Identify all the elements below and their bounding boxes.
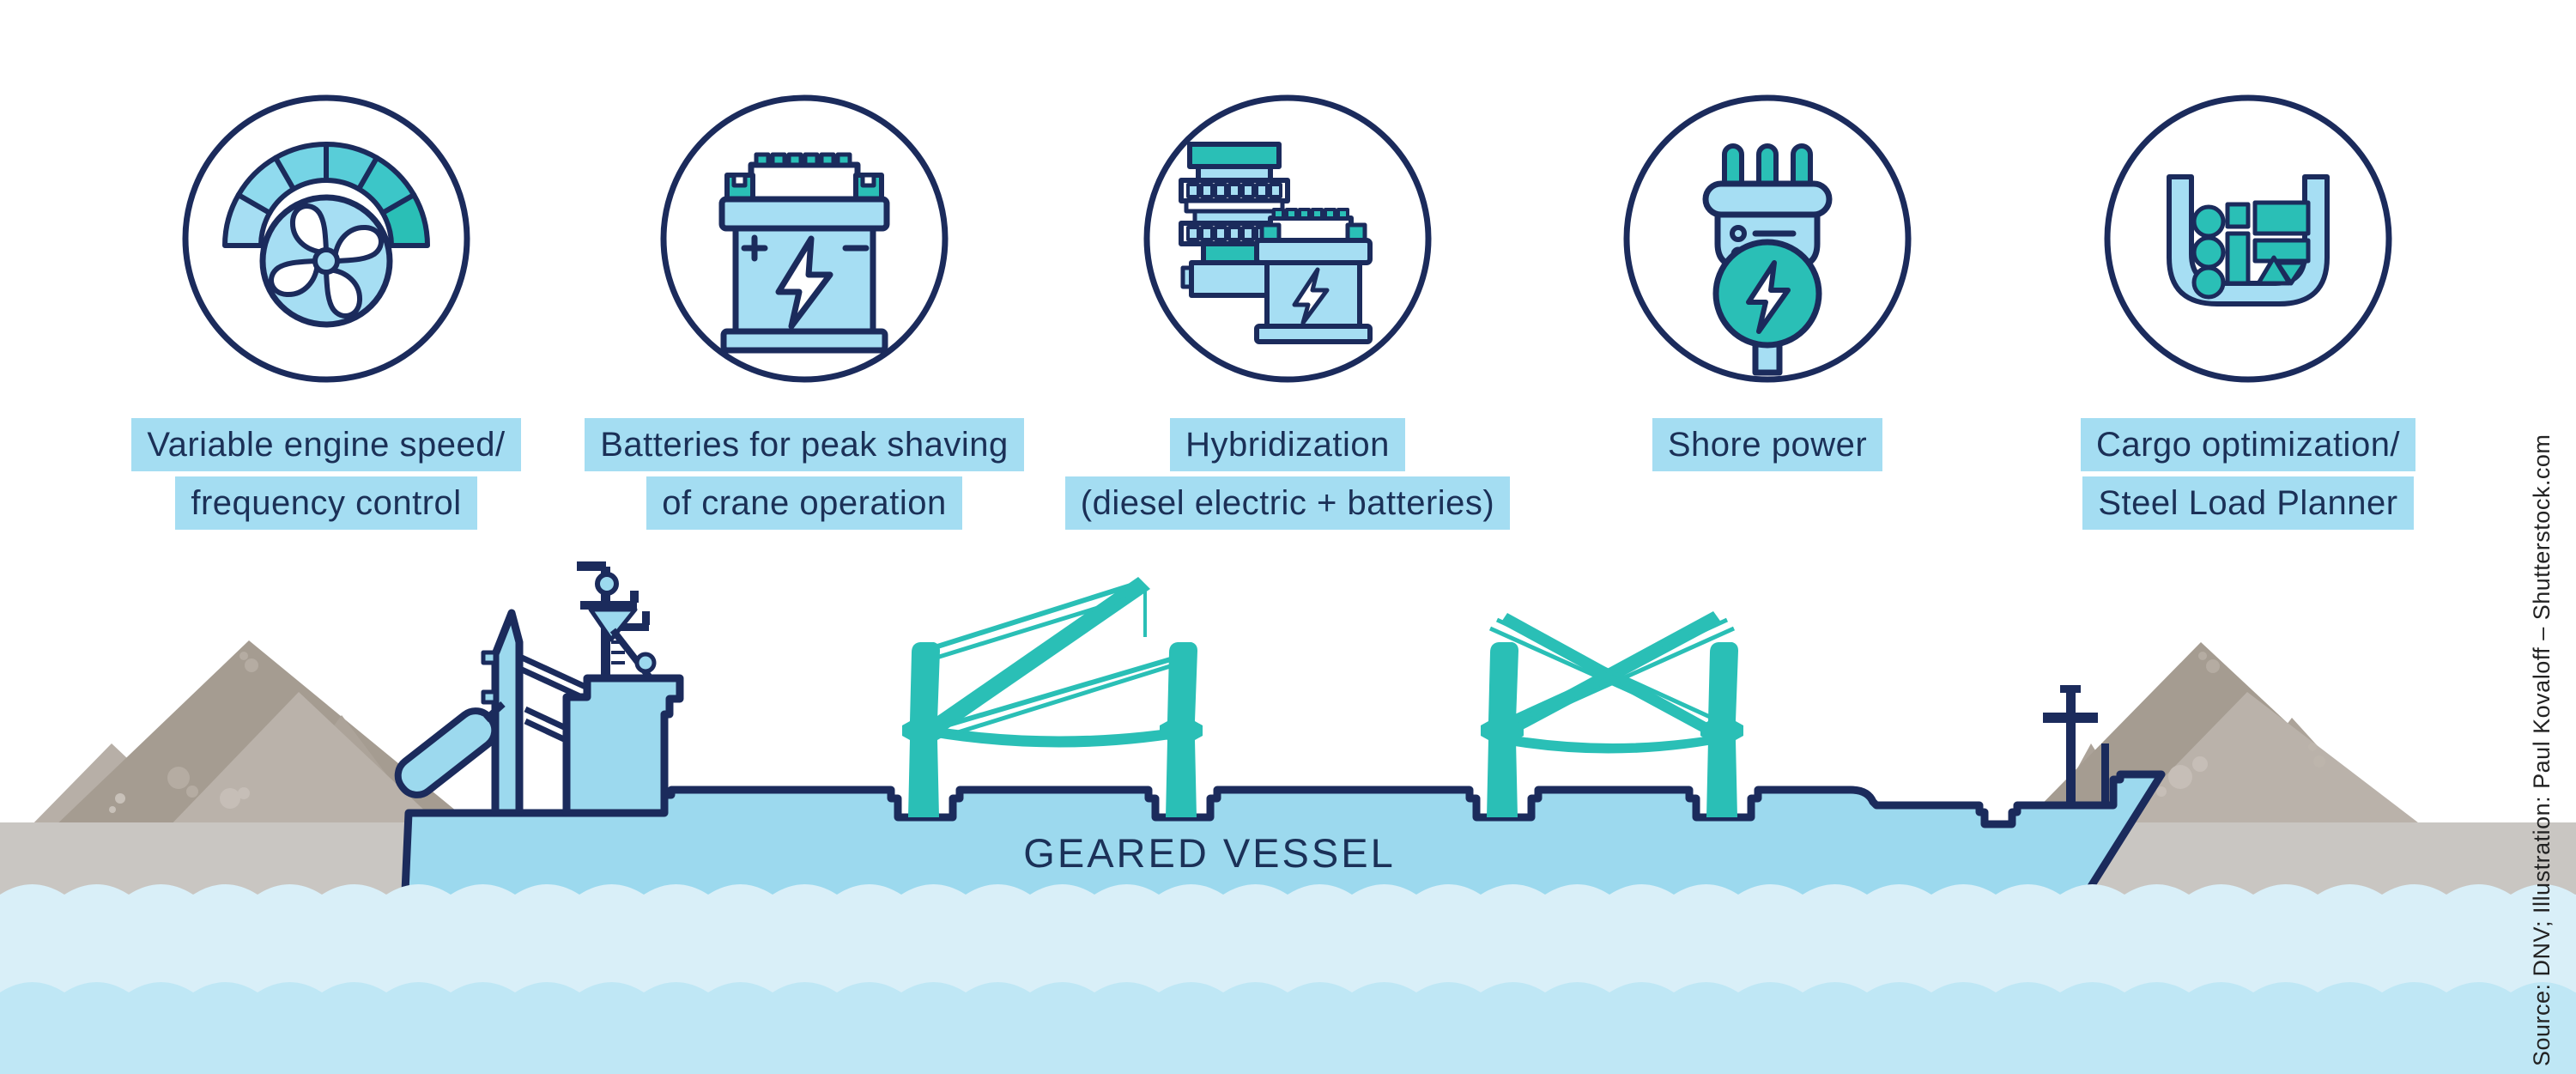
feature-label: Batteries for peak shaving of crane oper… [555, 416, 1053, 532]
mast-ladder-rungs [611, 640, 625, 664]
crane-pair-crossed [1481, 611, 1743, 817]
feature-label-line: frequency control [77, 474, 575, 532]
engine-speed-gauge-icon [182, 94, 470, 383]
vessel-type-label: GEARED VESSEL [1023, 830, 1396, 876]
feature-batteries-peak-shaving: Batteries for peak shaving of crane oper… [555, 93, 1053, 532]
feature-label-line: Batteries for peak shaving [555, 416, 1053, 474]
radar-ball-2 [634, 652, 657, 674]
funnel-step-1 [481, 650, 498, 665]
accommodation-block [562, 674, 684, 817]
battery [1254, 208, 1373, 344]
source-credit: Source: DNV; Illustration: Paul Kovaloff… [2529, 434, 2555, 1066]
funnel-tower [491, 609, 524, 817]
feature-label: Hybridization (diesel electric + batteri… [1039, 416, 1537, 532]
feature-cargo-optimization: Cargo optimization/ Steel Load Planner [1999, 93, 2497, 532]
crane-pair-forward [902, 577, 1203, 817]
crane-boom-stowed [912, 723, 1197, 748]
feature-label: Variable engine speed/ frequency control [77, 416, 575, 532]
radar-ball-1 [595, 572, 619, 596]
deck-cranes [902, 577, 1743, 817]
lifeboat-davit [483, 701, 506, 722]
crane-boom-raised [915, 577, 1150, 742]
cargo-piles-left [26, 640, 481, 831]
hybrid-engine-battery-icon [1143, 94, 1432, 383]
feature-label-line: Hybridization [1039, 416, 1537, 474]
plus-terminal-sign [741, 234, 768, 262]
lightning-bolt [1292, 267, 1330, 325]
gauge-arc [222, 142, 430, 248]
feature-label: Cargo optimization/ Steel Load Planner [1999, 416, 2497, 532]
lightning-bolt [775, 235, 833, 330]
funnel-step-2 [481, 689, 498, 705]
quay-left [0, 822, 412, 895]
feature-label-line: Cargo optimization/ [1999, 416, 2497, 474]
diesel-engine [1179, 142, 1290, 298]
cargo-blocks [2191, 200, 2311, 300]
feature-label-line: Shore power [1518, 416, 2016, 474]
shore-power-plug-icon [1623, 94, 1912, 383]
crane-boom-stowed [1490, 731, 1736, 754]
plug-shoulder [1702, 180, 1833, 218]
feature-label: Shore power [1518, 416, 2016, 474]
feature-label-line: Steel Load Planner [1999, 474, 2497, 532]
fan-propeller [259, 194, 393, 328]
lightning-bolt [1746, 260, 1791, 334]
mast-platform [588, 607, 638, 642]
feature-label-line: of crane operation [555, 474, 1053, 532]
feature-shore-power: Shore power [1518, 93, 2016, 474]
feature-label-line: Variable engine speed/ [77, 416, 575, 474]
feature-hybridization: Hybridization (diesel electric + batteri… [1039, 93, 1537, 532]
bow-mast [2043, 685, 2109, 807]
water-band-lower [0, 982, 2576, 1074]
feature-variable-engine-speed: Variable engine speed/ frequency control [77, 93, 575, 532]
battery-icon [660, 94, 949, 383]
feature-label-line: (diesel electric + batteries) [1039, 474, 1537, 532]
cargo-hold-planner-icon [2104, 94, 2392, 383]
